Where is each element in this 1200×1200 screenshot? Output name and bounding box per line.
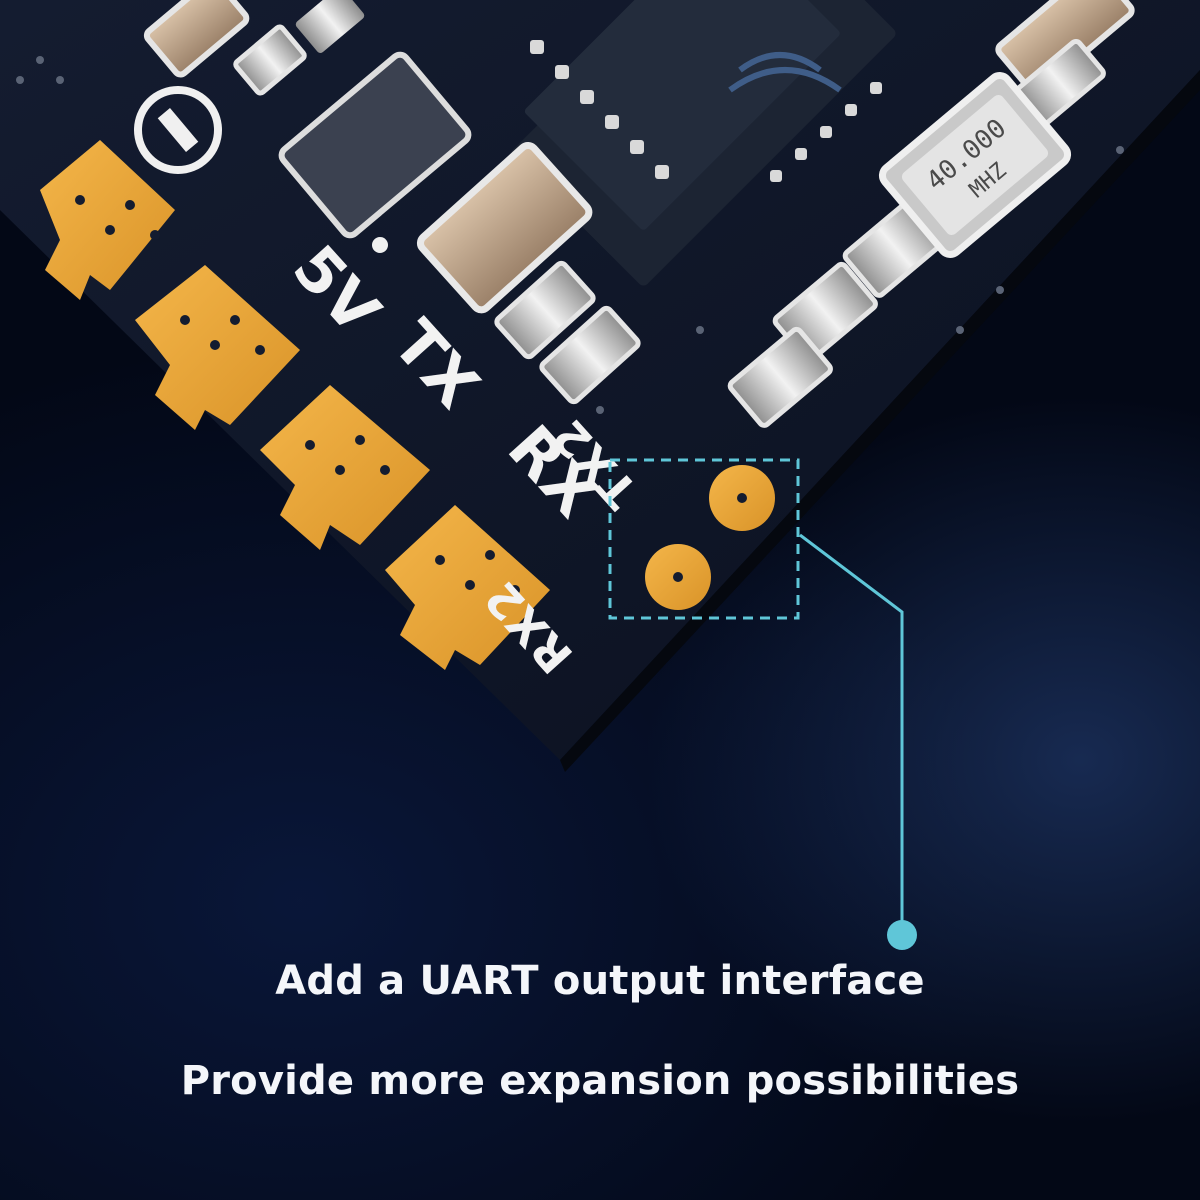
regulator-ic — [278, 51, 472, 239]
resistors — [494, 260, 641, 405]
ic-pins — [530, 40, 882, 182]
main-ic — [511, 0, 896, 286]
callout-box — [608, 458, 800, 620]
center-capacitor — [416, 141, 593, 314]
crystal-oscillator: 40.000 MHZ — [878, 72, 1072, 258]
gold-pad-3 — [260, 385, 430, 550]
callout-dot — [887, 920, 917, 950]
callout — [608, 458, 917, 950]
uart-pads — [645, 465, 775, 610]
gold-pad-1 — [40, 140, 175, 300]
board-vias — [16, 56, 1124, 414]
pcb-edge — [560, 70, 1200, 772]
top-capacitors — [143, 0, 365, 96]
caption-subline: Provide more expansion possibilities — [180, 1058, 1020, 1104]
gold-pads — [40, 140, 550, 670]
callout-leader — [799, 533, 904, 930]
silk-ring — [134, 86, 222, 174]
caption-headline: Add a UART output interface — [275, 958, 925, 1004]
